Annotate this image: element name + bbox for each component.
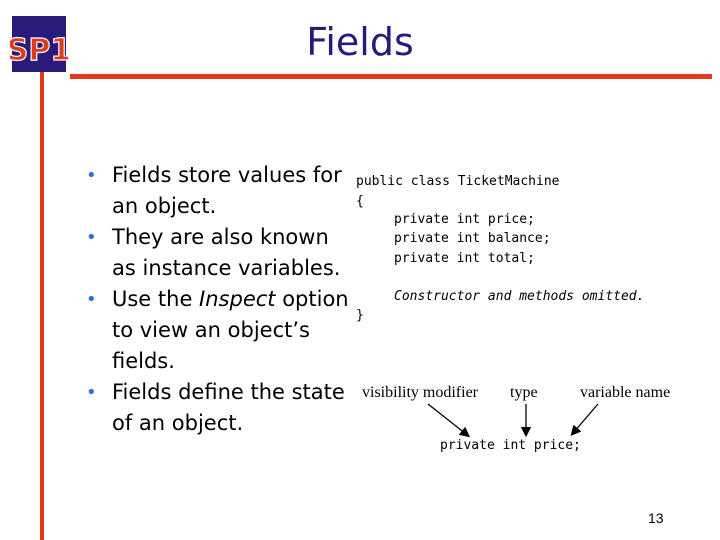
- slide-title: Fields: [306, 20, 414, 64]
- bullet-text: Fields define the state of an object.: [112, 380, 345, 435]
- label-variable-name: variable name: [580, 384, 671, 401]
- bullet-text: Use the: [112, 287, 200, 311]
- code-class-declaration: public class TicketMachine: [356, 174, 560, 189]
- label-type: type: [510, 384, 538, 401]
- code-field-price: private int price;: [394, 212, 535, 227]
- code-field-balance: private int balance;: [394, 231, 551, 246]
- code-field-total: private int total;: [394, 251, 535, 266]
- anatomy-example: private int price;: [440, 438, 581, 453]
- bullet-text: They are also known as instance variable…: [112, 225, 341, 280]
- bullet-dot-icon: •: [86, 382, 97, 403]
- bullet-item: • Use the Inspect option to view an obje…: [82, 284, 352, 377]
- arrow-visibility: [427, 403, 471, 438]
- bullet-emphasis: Inspect: [199, 287, 276, 311]
- bullet-dot-icon: •: [86, 227, 97, 248]
- bullet-item: • They are also known as instance variab…: [82, 222, 352, 284]
- left-rule: [40, 72, 44, 540]
- bullet-dot-icon: •: [86, 289, 97, 310]
- code-comment: Constructor and methods omitted.: [394, 289, 645, 304]
- page-number: 13: [648, 510, 664, 526]
- code-open-brace: {: [356, 194, 364, 209]
- bullet-list: • Fields store values for an object. • T…: [82, 160, 352, 439]
- bullet-item: • Fields define the state of an object.: [82, 377, 352, 439]
- arrow-name: [570, 403, 599, 436]
- bullet-item: • Fields store values for an object.: [82, 160, 352, 222]
- bullet-text: Fields store values for an object.: [112, 163, 342, 218]
- bullet-dot-icon: •: [86, 165, 97, 186]
- sp1-logo: SP1: [10, 16, 68, 72]
- bullet-text: option to view an object’s fields.: [112, 287, 349, 373]
- code-close-brace: }: [356, 308, 364, 323]
- label-visibility-modifier: visibility modifier: [362, 384, 478, 401]
- title-rule: [70, 74, 712, 79]
- logo-text: SP1: [10, 33, 68, 68]
